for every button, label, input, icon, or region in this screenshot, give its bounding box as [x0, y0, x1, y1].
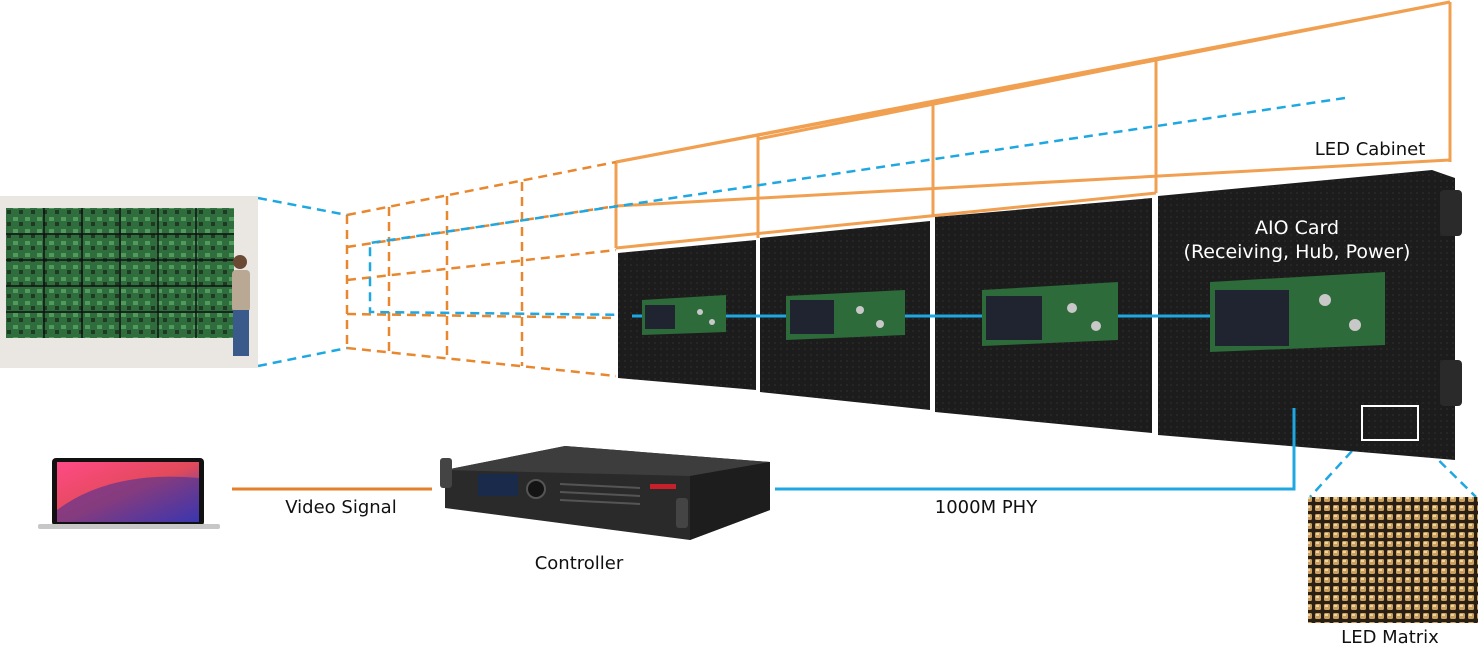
photo-projection-lines	[257, 96, 1477, 498]
laptop-icon	[38, 458, 220, 529]
daisy-chain-dashed	[368, 96, 1346, 317]
cabinet-handle-bottom	[1440, 360, 1462, 406]
cabinet-outline-grid	[614, 0, 1452, 250]
controller-device-icon	[440, 446, 770, 540]
led-matrix-closeup-icon	[1308, 497, 1478, 623]
aio-cards	[642, 272, 1385, 352]
projection-top	[257, 196, 348, 217]
phy-label: 1000M PHY	[935, 497, 1038, 518]
matrix-zoom-frame	[1361, 405, 1419, 441]
phy-link	[775, 408, 1296, 491]
dash-bottom	[346, 346, 617, 378]
aio-card-1	[642, 295, 726, 335]
aio-card-subtitle: (Receiving, Hub, Power)	[1184, 241, 1411, 263]
led-cabinets	[618, 170, 1462, 460]
grid-mid-line	[615, 158, 1451, 208]
aio-card-title: AIO Card	[1255, 217, 1339, 239]
grid-upper-row-line	[615, 191, 1157, 250]
led-cabinet-label: LED Cabinet	[1315, 139, 1426, 160]
grid-row-line-3	[1155, 0, 1451, 62]
aio-card-3	[982, 282, 1118, 346]
led-wall-photo-icon	[0, 196, 258, 368]
dash-mid-2	[346, 248, 617, 282]
dash-top	[346, 160, 617, 217]
person-body	[232, 270, 250, 312]
grid-row-line-2	[615, 58, 1157, 164]
aio-card-4	[1210, 272, 1385, 352]
aio-card-2	[786, 290, 905, 340]
matrix-zoom-right	[1417, 439, 1477, 498]
cabinet-outline-dashed	[345, 160, 617, 378]
matrix-zoom-left	[1309, 439, 1363, 498]
projection-bottom	[257, 346, 348, 368]
video-signal-label: Video Signal	[285, 497, 396, 518]
led-matrix-label: LED Matrix	[1341, 627, 1439, 648]
controller-label: Controller	[535, 553, 624, 574]
person-legs	[233, 310, 249, 356]
person-head	[233, 255, 247, 269]
cabinet-handle-top	[1440, 190, 1462, 236]
